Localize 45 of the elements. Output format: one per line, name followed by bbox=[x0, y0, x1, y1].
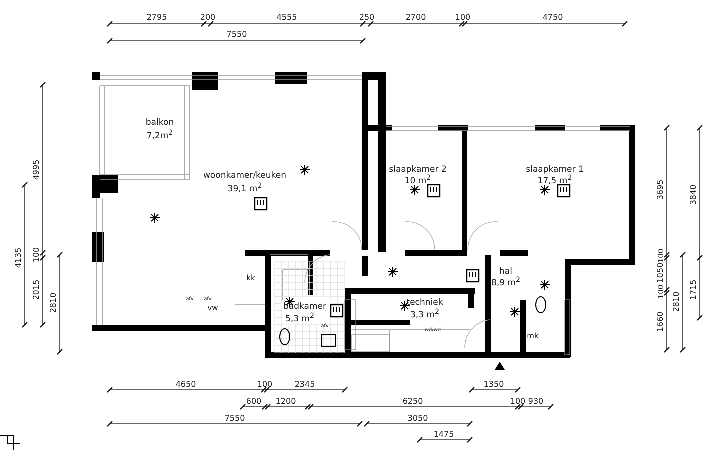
dimension-label: 2345 bbox=[294, 381, 316, 389]
dimension-label: 600 bbox=[246, 398, 262, 406]
dimension-label: 1475 bbox=[434, 431, 454, 439]
dimension-label: 1350 bbox=[484, 381, 504, 389]
dimension-label: 4650 bbox=[176, 381, 196, 389]
room-name: badkamer bbox=[284, 302, 326, 312]
dimension-label: 930 bbox=[528, 398, 544, 406]
dimension-label: 1715 bbox=[690, 280, 698, 300]
dimension-label: 2700 bbox=[406, 14, 426, 22]
dimension-label: 4995 bbox=[33, 160, 41, 180]
dimension-label: 250 bbox=[359, 14, 375, 22]
room-area: 8,9 m$^{2}$ bbox=[492, 276, 520, 288]
room-name: slaapkamer 2 bbox=[389, 166, 447, 174]
room-area: 5,3 m$^{2}$ bbox=[286, 312, 314, 324]
room-area: 39,1 m$^{2}$ bbox=[228, 182, 262, 194]
dimension-label: 7550 bbox=[224, 415, 246, 423]
room-area: 3,3 m$^{2}$ bbox=[410, 308, 440, 320]
dimension-label: 100 bbox=[455, 14, 471, 22]
dimension-label: 3695 bbox=[657, 180, 665, 200]
dimension-label: 200 bbox=[200, 14, 216, 22]
dimension-label: 4555 bbox=[276, 14, 298, 22]
dimension-label: 2795 bbox=[146, 14, 168, 22]
room-name: slaapkamer 1 bbox=[526, 166, 584, 174]
dimension-label: 6250 bbox=[402, 398, 424, 406]
dimension-label: 3050 bbox=[408, 415, 428, 423]
room-name: balkon bbox=[146, 118, 174, 128]
dimension-label: 1660 bbox=[657, 312, 665, 332]
room-name: hal bbox=[500, 268, 512, 276]
dimension-label: 100 bbox=[257, 381, 273, 389]
dimension-label: 4135 bbox=[15, 248, 23, 268]
dimension-label: 4750 bbox=[542, 14, 564, 22]
dimension-label: 1050 bbox=[657, 262, 665, 284]
room-area: 10 m$^{2}$ bbox=[404, 174, 432, 186]
room-name: techniek bbox=[406, 298, 444, 308]
dimension-label: 100 bbox=[510, 398, 526, 406]
dimension-label: 3840 bbox=[690, 184, 698, 206]
room-name: woonkamer/keuken bbox=[203, 172, 287, 180]
dimension-label: 1200 bbox=[276, 398, 296, 406]
dimension-label: 7550 bbox=[226, 31, 248, 39]
room-area: 17,5 m$^{2}$ bbox=[538, 174, 572, 186]
dimension-label: 2015 bbox=[33, 280, 41, 300]
dimension-label: 2810 bbox=[673, 292, 681, 312]
room-area: 7,2m$^{2}$ bbox=[146, 128, 174, 142]
dimension-label: 100 bbox=[33, 247, 41, 263]
dimension-label: 2810 bbox=[50, 292, 58, 314]
